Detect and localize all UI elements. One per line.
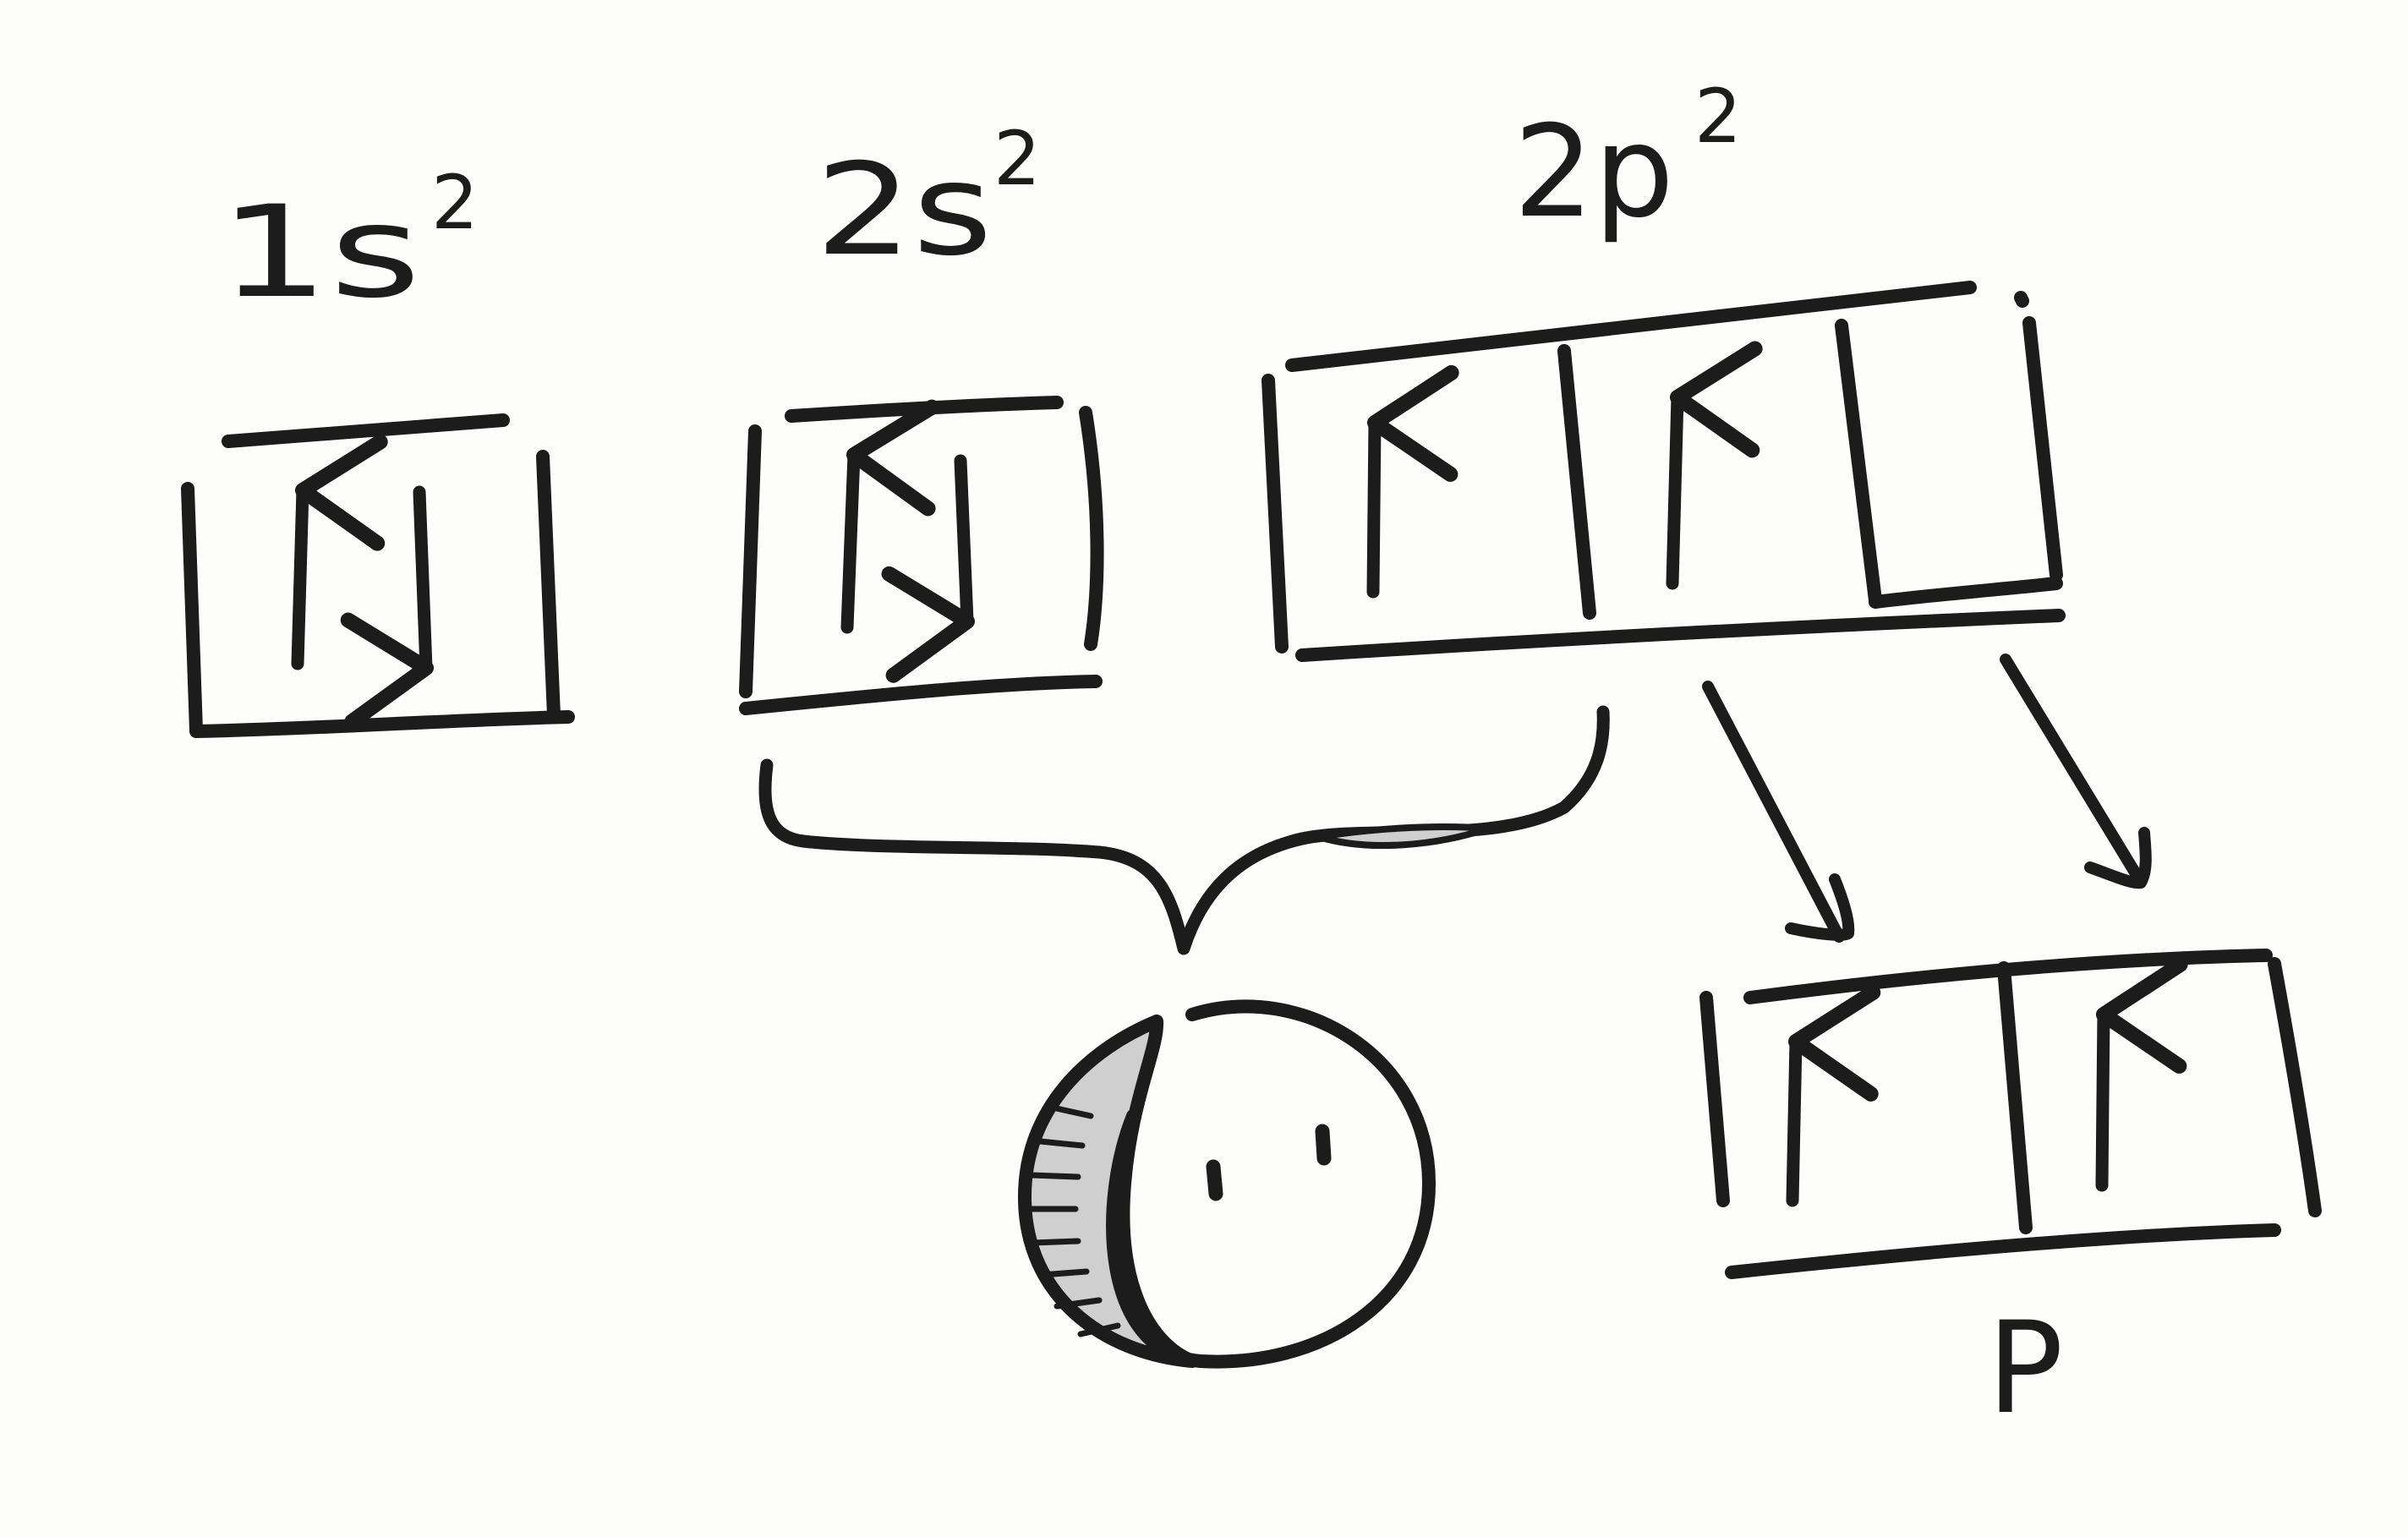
coin-eye-left [1206,1159,1223,1201]
transition-arrowhead-right [2084,827,2152,889]
electron-up-arrow [1666,341,1763,590]
brace-shading [1317,823,1490,850]
orbital-box-2s [739,396,1104,715]
label-1s2: 1s 2 [218,159,479,326]
label-2p2: 2p 2 [1513,73,1742,246]
orbital-box-2p [1261,281,2066,662]
curly-brace [758,705,1610,955]
label-2s-main: 2s [815,137,993,284]
label-2s2: 2s 2 [815,115,1041,284]
coin-eye-right [1315,1124,1332,1166]
coin-face [1106,999,1436,1369]
label-2p-main: 2p [1513,99,1674,246]
electron-down-arrow [340,485,434,730]
electron-up-arrow [840,399,940,634]
transition-arrowhead-left [1785,873,1855,941]
electron-up-arrow [1366,364,1459,599]
transition-arrow-right [2000,654,2145,885]
electron-up-arrow [2095,956,2188,1192]
electron-up-arrow [291,434,388,670]
label-p: P [1987,1295,2063,1442]
orbital-box-1s [181,413,575,738]
label-2p-superscript: 2 [1694,73,1742,160]
transition-arrow-left [1702,681,1845,943]
electron-up-arrow [1786,984,1881,1207]
electron-down-arrow [881,454,975,683]
label-1s-superscript: 2 [431,159,479,246]
label-2s-superscript: 2 [993,115,1041,202]
coin-face-drawing [1017,999,1436,1369]
label-1s-main: 1s [218,179,421,326]
